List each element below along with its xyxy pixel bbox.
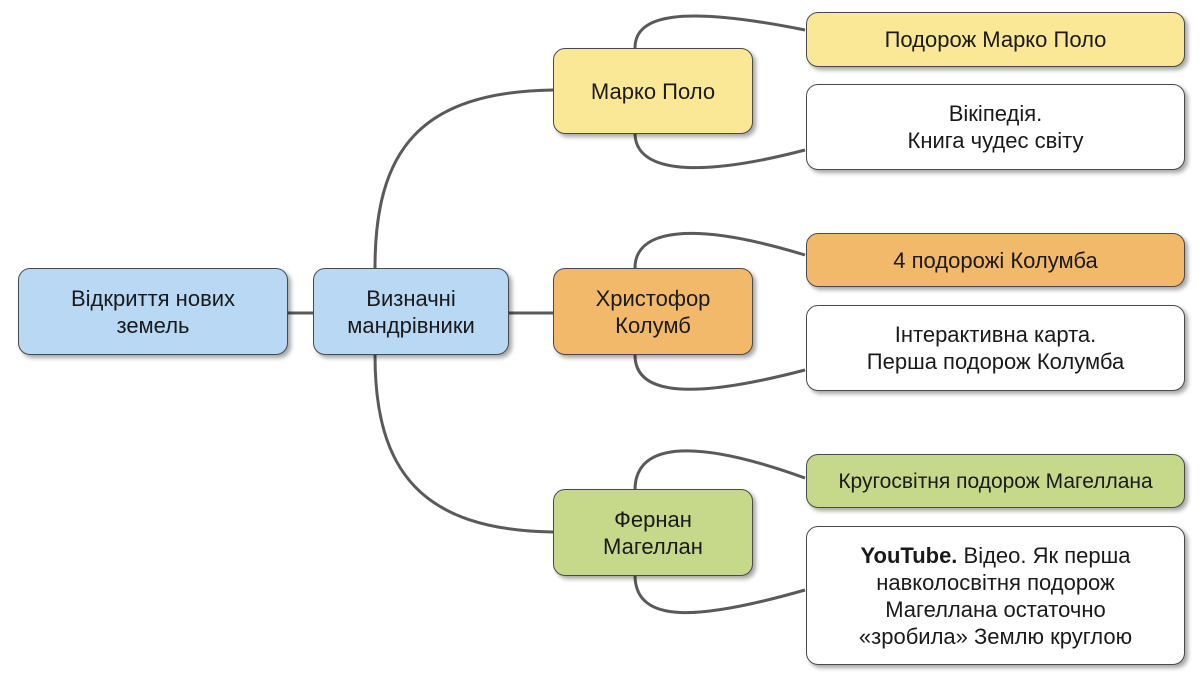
connector-columbus-resource <box>633 354 806 391</box>
resource-label: Вікіпедія. Книга чудес світу <box>907 101 1084 153</box>
traveler-node-magellan: Фернан Магеллан <box>553 489 753 576</box>
root-node: Відкриття нових земель <box>18 268 288 355</box>
link-magellan-circumnavigation[interactable]: Кругосвітня подорож Магеллана <box>806 454 1185 508</box>
hub-node: Визначні мандрівники <box>313 268 509 355</box>
youtube-source-label: YouTube. <box>860 542 958 568</box>
link-label: Подорож Марко Поло <box>884 27 1107 52</box>
connector-hub-magellan <box>373 354 554 534</box>
connector-magellan-link <box>633 449 806 491</box>
root-label: Відкриття нових земель <box>70 285 236 338</box>
resource-label: Відео. Як перша навколосвітня подорож Ма… <box>858 542 1133 649</box>
connector-marco-resource <box>633 132 806 170</box>
link-label: Кругосвітня подорож Магеллана <box>838 469 1153 493</box>
traveler-label: Марко Поло <box>590 78 716 104</box>
traveler-node-columbus: Христофор Колумб <box>553 268 753 355</box>
traveler-label: Христофор Колумб <box>595 285 711 338</box>
link-marco-polo-journey[interactable]: Подорож Марко Поло <box>806 12 1185 67</box>
resource-marco-polo-wikipedia[interactable]: Вікіпедія. Книга чудес світу <box>806 84 1185 170</box>
traveler-node-marco-polo: Марко Поло <box>553 48 753 134</box>
link-label: 4 подорожі Колумба <box>893 247 1098 273</box>
traveler-label: Фернан Магеллан <box>603 506 703 559</box>
connector-magellan-resource <box>633 574 806 615</box>
connector-hub-marco <box>373 88 554 269</box>
hub-label: Визначні мандрівники <box>347 285 475 338</box>
resource-columbus-map[interactable]: Інтерактивна карта. Перша подорож Колумб… <box>806 305 1185 391</box>
connector-marco-link <box>633 14 806 49</box>
connector-columbus-link <box>633 232 806 269</box>
resource-magellan-youtube[interactable]: YouTube. Відео. Як перша навколосвітня п… <box>806 526 1185 665</box>
link-columbus-voyages[interactable]: 4 подорожі Колумба <box>806 233 1185 287</box>
resource-text: YouTube. Відео. Як перша навколосвітня п… <box>859 542 1132 650</box>
resource-label: Інтерактивна карта. Перша подорож Колумб… <box>866 322 1125 374</box>
